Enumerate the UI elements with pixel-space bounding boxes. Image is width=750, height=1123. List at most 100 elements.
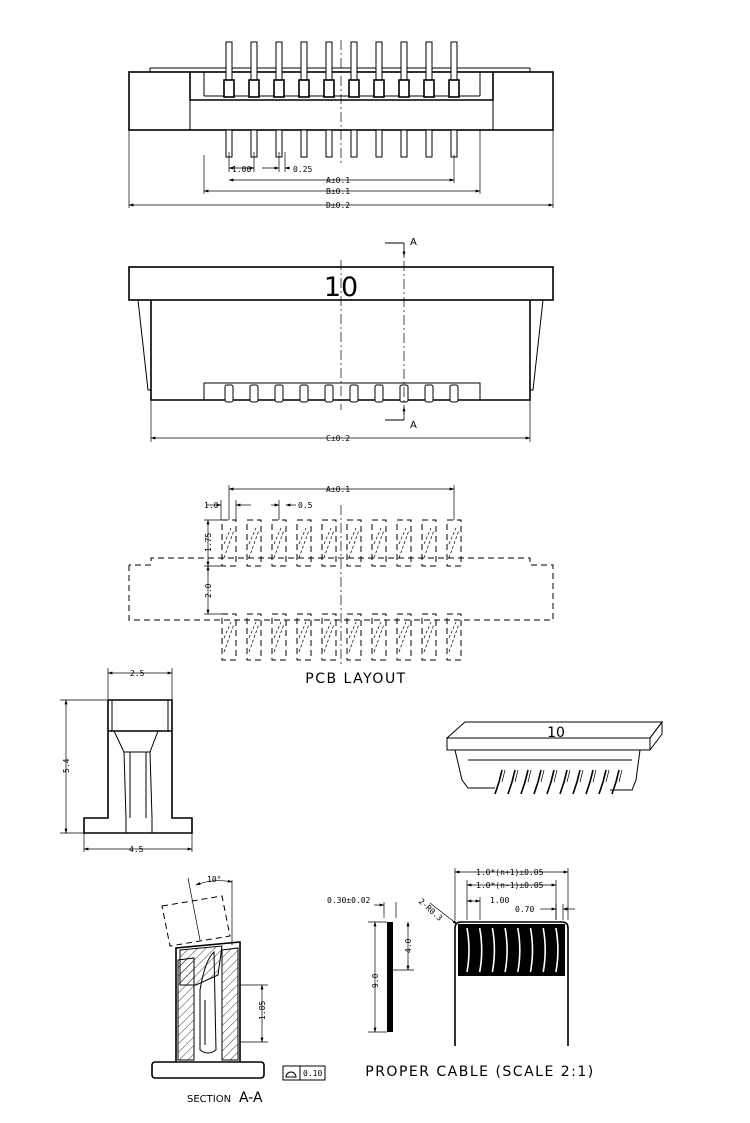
pcb-pad-hatch	[323, 623, 335, 653]
dim-d-label: D±0.2	[326, 201, 350, 210]
top-pin	[325, 41, 333, 81]
iso-pin-edge	[501, 769, 506, 783]
top-pin	[225, 41, 233, 81]
flatness-icon	[285, 1071, 297, 1078]
top-pin-tail	[450, 129, 458, 158]
cable-stripe	[529, 927, 534, 973]
cable-side-profile	[387, 922, 393, 1032]
iso-pin-edge	[527, 769, 532, 783]
front-view-pins	[224, 384, 459, 403]
top-pin-tail	[350, 129, 358, 158]
top-pin	[375, 41, 383, 81]
pcb-pad-hatch	[373, 621, 382, 639]
pitch-label: 1.00	[232, 165, 251, 174]
front-pin	[349, 384, 359, 403]
pcb-pad-hatch	[298, 527, 307, 545]
top-pin-contact	[423, 79, 435, 98]
top-pin-tail	[375, 129, 383, 158]
pcb-pad-hatch	[273, 621, 282, 639]
top-pin	[450, 41, 458, 81]
pcb-pad-hatch	[223, 527, 232, 545]
section-base	[151, 1061, 265, 1079]
tilted-actuator	[161, 895, 231, 947]
pcb-pad-hatch	[448, 527, 457, 545]
cable-stripe	[504, 927, 508, 973]
front-pin	[224, 384, 234, 403]
iso-view: 10	[445, 720, 663, 795]
cable-overall-width-label: 1.0*(n+1)±0.05	[476, 868, 544, 877]
front-pin	[249, 384, 259, 403]
pcb-pad-hatch	[223, 623, 235, 653]
pcb-pad-hatch	[373, 527, 382, 545]
pcb-pad-hatch	[348, 621, 357, 639]
top-pin	[400, 41, 408, 81]
pcb-pad-hatch	[248, 527, 257, 545]
top-pin-tail	[300, 129, 308, 158]
pcb-pad-hatch	[373, 529, 385, 559]
iso-pin-count-label: 10	[547, 725, 565, 741]
pcb-pad-hatch	[398, 527, 407, 545]
pcb-pad-hatch	[448, 529, 460, 559]
section-title-prefix: SECTION	[187, 1094, 231, 1105]
cable-pitch-label: 1.00	[490, 896, 509, 905]
cable-contact-width-label: 0.70	[515, 905, 534, 914]
top-pin-contact	[223, 79, 235, 98]
iso-pin	[572, 769, 581, 795]
top-pin	[275, 41, 283, 81]
iso-pin	[494, 769, 503, 795]
iso-pin-edge	[618, 769, 623, 783]
pcb-pad-hatch	[298, 621, 307, 639]
iso-pin-edge	[566, 769, 571, 783]
side-view: 2.5 5.4 4.5	[60, 668, 193, 854]
pcb-layout-title: PCB LAYOUT	[305, 671, 407, 687]
front-pin	[324, 384, 334, 403]
pcb-pad-hatch	[423, 529, 435, 559]
pcb-pad-hatch	[398, 623, 410, 653]
top-pin-contact	[323, 79, 335, 98]
side-base-label: 4.5	[129, 845, 144, 854]
pcb-pad-width-label: 1.0	[204, 501, 219, 510]
section-marker-top: A	[410, 237, 417, 248]
front-view: 10 A A C±0.2	[128, 237, 554, 443]
cable-title: PROPER CABLE (SCALE 2:1)	[365, 1064, 595, 1080]
pcb-pad-hatch	[423, 621, 432, 639]
top-pin	[250, 41, 258, 81]
iso-pin	[507, 769, 516, 795]
iso-pin	[559, 769, 568, 795]
top-pin-contact	[348, 79, 360, 98]
iso-pin-edge	[514, 769, 519, 783]
side-view-outline	[83, 699, 193, 834]
pcb-pad-hatch	[223, 529, 235, 559]
iso-pins	[494, 769, 623, 795]
cable-stripe	[555, 927, 559, 973]
dim-b-label: B±0.1	[326, 187, 350, 196]
pcb-pad-hatch	[273, 529, 285, 559]
section-title-suffix: A-A	[239, 1090, 263, 1106]
pcb-pad-hatch	[423, 623, 435, 653]
top-pin-tail	[325, 129, 333, 158]
cable-stripes	[466, 927, 559, 973]
iso-pin-edge	[553, 769, 558, 783]
pcb-pad-hatch	[448, 623, 460, 653]
pcb-pad-hatch	[323, 621, 332, 639]
iso-pin	[520, 769, 529, 795]
top-pin-contact	[373, 79, 385, 98]
pcb-pad-hatch	[373, 623, 385, 653]
side-width-label: 2.5	[130, 669, 145, 678]
pcb-pad-hatch	[298, 623, 310, 653]
iso-pin	[585, 769, 594, 795]
pcb-layout: A±0.1 1.0 0.5 1.75 2.0 PCB LAYOUT	[128, 485, 554, 687]
dim-a-label: A±0.1	[326, 176, 350, 185]
top-view-slot	[189, 72, 494, 101]
front-pin	[274, 384, 284, 403]
cable-stripe	[466, 927, 470, 973]
pcb-pad-hatch	[298, 529, 310, 559]
pcb-pad-hatch	[248, 623, 260, 653]
pcb-pad-hatch	[348, 623, 360, 653]
flatness-label: 0.10	[303, 1069, 322, 1078]
cable-stripe	[478, 927, 483, 973]
section-marker-bottom: A	[410, 420, 417, 431]
side-height-label: 5.4	[62, 758, 71, 773]
pcb-pad-hatch	[323, 527, 332, 545]
pcb-pad-length-label: 1.75	[204, 533, 213, 552]
